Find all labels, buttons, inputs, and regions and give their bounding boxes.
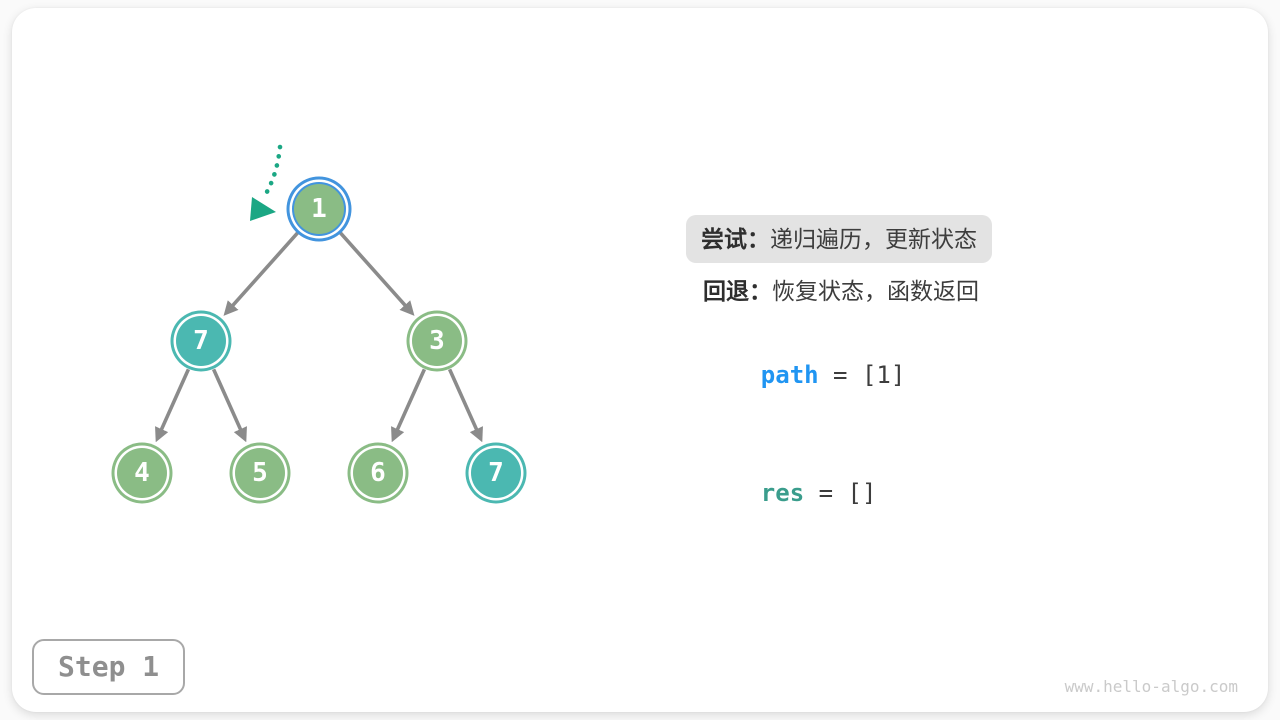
node-value: 4 — [134, 458, 150, 488]
watermark: www.hello-algo.com — [1064, 677, 1238, 696]
edge-1-3 — [338, 230, 415, 316]
node-value: 7 — [488, 458, 504, 488]
edge-1-7 — [223, 230, 300, 316]
path-variable-value: = [1] — [818, 361, 906, 389]
res-variable-value: = [] — [804, 479, 877, 507]
step-badge-label: Step 1 — [58, 650, 160, 683]
node-value: 7 — [193, 326, 209, 356]
backtrack-label: 回退： — [703, 278, 772, 304]
current-pointer-arrowhead-icon — [250, 197, 276, 221]
node-value: 1 — [311, 194, 327, 224]
figure-card — [12, 8, 1268, 712]
current-pointer-dotted-trail — [261, 144, 283, 200]
try-label: 尝试： — [701, 226, 770, 252]
node-value: 3 — [429, 326, 445, 356]
res-variable-name: res — [760, 479, 805, 507]
res-variable-line: res = [] — [703, 448, 877, 538]
path-variable-name: path — [760, 361, 819, 389]
edge-3-6 — [391, 368, 427, 443]
tree-node-7-left: 7 — [176, 316, 226, 366]
tree-node-3: 3 — [412, 316, 462, 366]
try-highlight-box: 尝试：递归遍历，更新状态 — [686, 215, 992, 263]
edge-3-7 — [447, 368, 483, 443]
backtrack-text: 恢复状态，函数返回 — [772, 278, 979, 304]
node-value: 6 — [370, 458, 386, 488]
backtrack-line: 回退：恢复状态，函数返回 — [703, 276, 979, 306]
tree-node-7-right: 7 — [471, 448, 521, 498]
tree-node-root-1: 1 — [294, 184, 344, 234]
edge-7-4 — [155, 368, 191, 443]
tree-node-5: 5 — [235, 448, 285, 498]
edge-7-5 — [211, 368, 247, 443]
tree-node-4: 4 — [117, 448, 167, 498]
try-text: 递归遍历，更新状态 — [770, 226, 977, 252]
tree-node-6: 6 — [353, 448, 403, 498]
path-variable-line: path = [1] — [703, 330, 906, 420]
step-badge: Step 1 — [32, 639, 186, 695]
node-value: 5 — [252, 458, 268, 488]
